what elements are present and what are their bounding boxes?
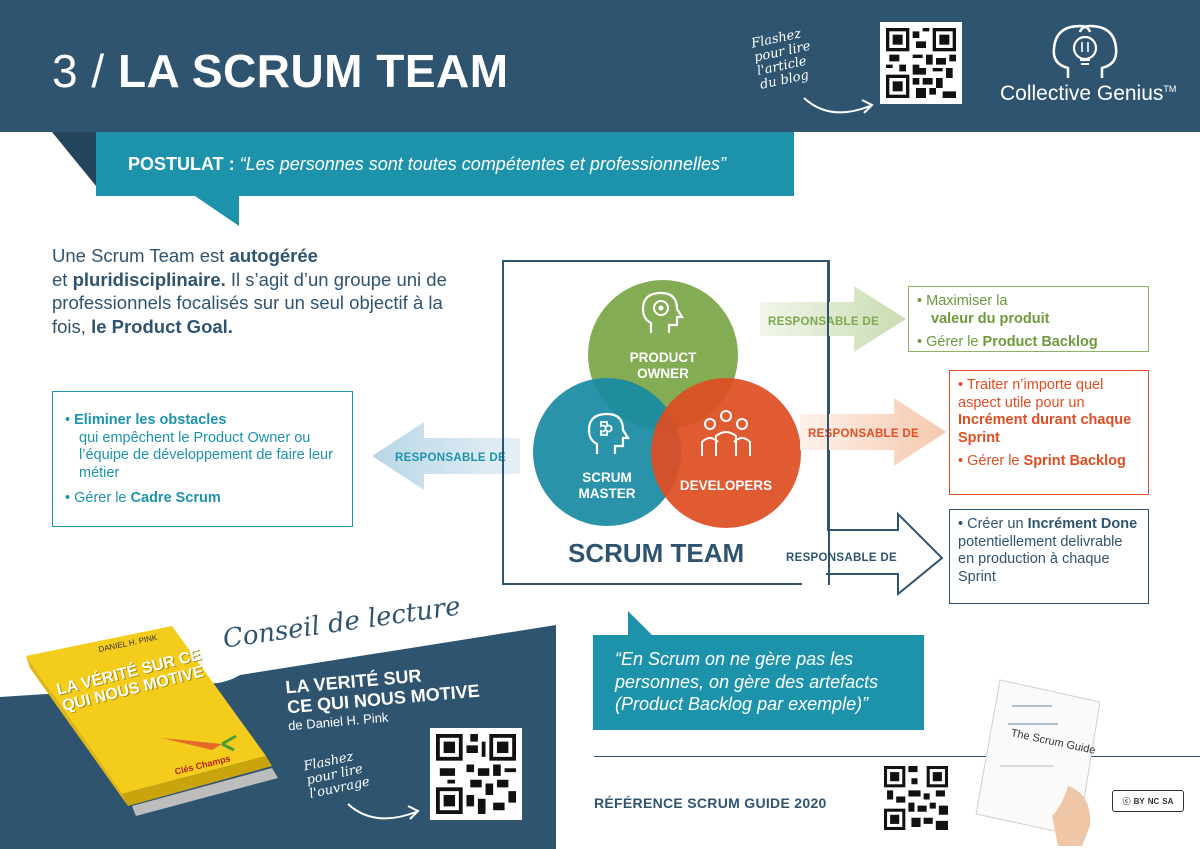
title-number: 3 /	[52, 45, 105, 97]
qr-icon	[436, 734, 516, 814]
list-item: • Gérer le Cadre Scrum	[65, 490, 221, 506]
team-people-icon	[701, 410, 751, 456]
dev-responsibilities: • Traiter n’importe quel aspect utile po…	[949, 370, 1149, 495]
postulat-label: POSTULAT :	[128, 154, 235, 174]
quote-tail	[628, 611, 652, 635]
scrum-team-frame-bottom	[502, 583, 802, 585]
head-puzzle-icon	[587, 412, 630, 454]
arrow-right-team-icon	[826, 260, 944, 596]
scrum-guide-document-image	[975, 679, 1100, 846]
po-responsibilities: • Maximiser la valeur du produit • Gérer…	[908, 286, 1149, 352]
arrow-right-orange-icon	[800, 398, 946, 466]
page-title: 3 / LA SCRUM TEAM	[52, 44, 509, 98]
header-banner	[0, 0, 1200, 132]
responsable-label-po: RESPONSABLE DE	[768, 316, 879, 328]
qr-code-guide[interactable]	[882, 764, 950, 832]
book-cover-image	[26, 626, 278, 816]
head-gear-icon	[641, 291, 684, 333]
intro-paragraph: Une Scrum Team est autogérée et pluridis…	[52, 245, 447, 337]
list-item: • Maximiser la valeur du produit	[917, 293, 1050, 327]
list-item: • Eliminer les obstacles qui empêchent l…	[65, 412, 333, 481]
footer-divider	[594, 756, 1200, 757]
collective-genius-logo-icon	[1052, 24, 1118, 78]
team-responsibilities: • Créer un Incrément Done potentiellemen…	[949, 509, 1149, 604]
scrum-master-responsibilities: • Eliminer les obstacles qui empêchent l…	[52, 391, 353, 527]
scrum-team-label: SCRUM TEAM	[568, 538, 745, 568]
postulat-flag	[52, 132, 96, 186]
qr-code-blog[interactable]	[880, 22, 962, 104]
responsable-label-sm: RESPONSABLE DE	[395, 452, 506, 464]
po-label: PRODUCT OWNER	[629, 350, 697, 381]
responsable-label-dev: RESPONSABLE DE	[808, 428, 919, 440]
list-item: • Gérer le Sprint Backlog	[958, 453, 1126, 469]
brand-name: Collective GeniusTM	[1000, 82, 1177, 105]
responsable-label-team: RESPONSABLE DE	[786, 552, 897, 564]
list-item: • Traiter n’importe quel aspect utile po…	[958, 377, 1132, 446]
scrum-quote: “En Scrum on ne gère pas les personnes, …	[593, 635, 924, 730]
title-text: LA SCRUM TEAM	[117, 45, 509, 97]
list-item: • Gérer le Product Backlog	[917, 334, 1098, 350]
arrow-right-green-icon	[760, 286, 906, 352]
sm-label: SCRUM MASTER	[578, 470, 636, 501]
postulat-text: “Les personnes sont toutes compétentes e…	[239, 154, 726, 174]
dev-label: DEVELOPERS	[679, 478, 773, 493]
curved-arrow-icon	[347, 803, 420, 820]
qr-icon	[886, 28, 956, 98]
qr-code-book[interactable]	[430, 728, 522, 820]
curved-arrow-icon	[803, 97, 874, 114]
postulat-banner: POSTULAT : “Les personnes sont toutes co…	[96, 132, 794, 196]
scrum-guide-reference: RÉFÉRENCE SCRUM GUIDE 2020	[594, 795, 827, 811]
cc-icon: ⓒ	[1122, 796, 1131, 806]
qr-icon	[884, 766, 948, 830]
arrow-left-icon	[372, 422, 520, 490]
postulat-tail	[195, 196, 239, 226]
creative-commons-badge: ⓒ BY NC SA	[1112, 790, 1184, 812]
developers-circle	[651, 378, 801, 528]
